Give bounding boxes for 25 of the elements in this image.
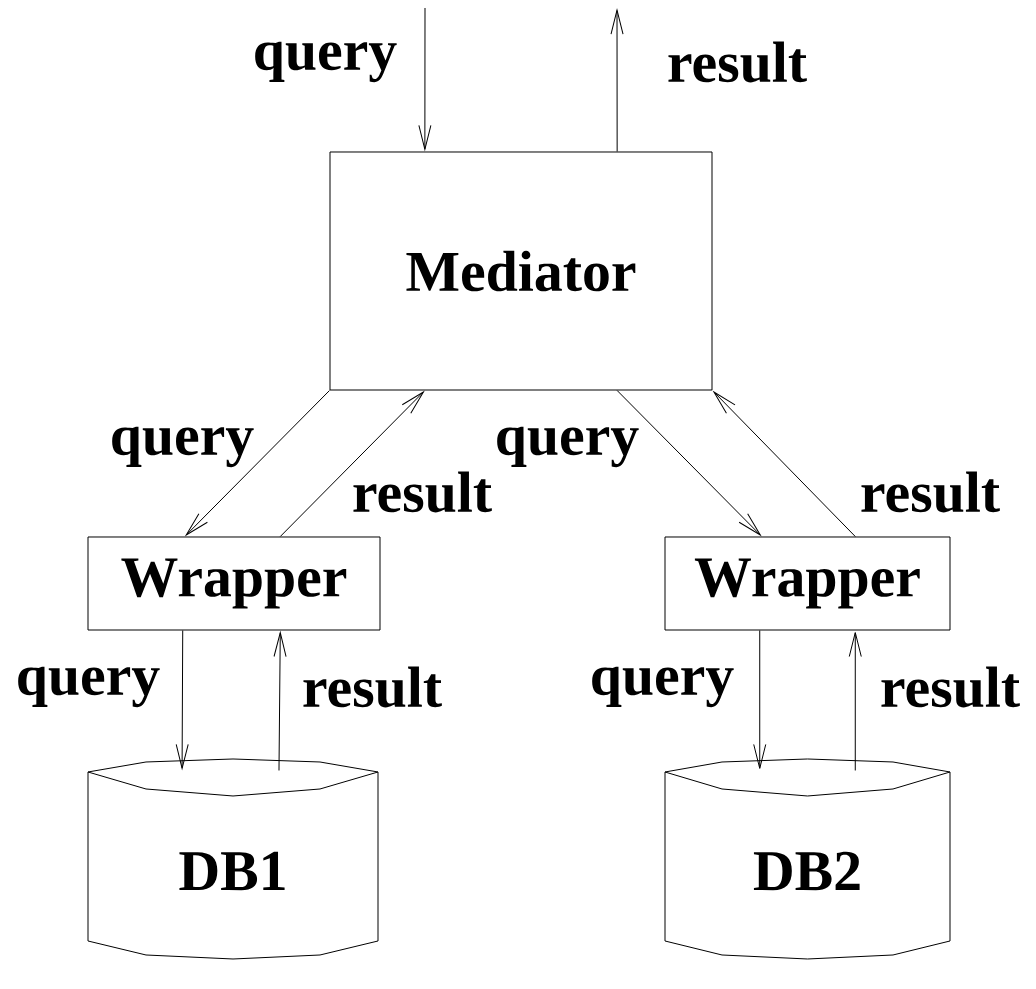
database-cylinder: DB2	[664, 758, 951, 960]
arrow	[610, 9, 624, 152]
arrow	[279, 391, 424, 537]
edge-label: result	[668, 41, 807, 83]
edge-label: query	[497, 426, 639, 468]
arrow	[713, 391, 856, 537]
edge-label: query	[592, 666, 734, 708]
arrow	[418, 7, 432, 150]
arrow	[273, 632, 287, 771]
process-box: Wrapper	[87, 536, 381, 631]
arrow	[185, 390, 330, 536]
arrow	[616, 390, 761, 536]
edge-label: result	[303, 666, 442, 708]
edge-label: query	[112, 426, 254, 468]
process-box: Wrapper	[664, 536, 951, 631]
arrow	[753, 630, 767, 769]
process-box: Mediator	[329, 151, 713, 391]
database-cylinder: DB1	[87, 758, 379, 960]
edge-label: result	[861, 471, 1000, 513]
edge-label: result	[881, 666, 1020, 708]
edge-label: result	[353, 471, 492, 513]
edge-label: query	[255, 41, 397, 83]
arrow	[848, 632, 862, 771]
edge-label: query	[18, 666, 160, 708]
arrow	[175, 630, 189, 769]
